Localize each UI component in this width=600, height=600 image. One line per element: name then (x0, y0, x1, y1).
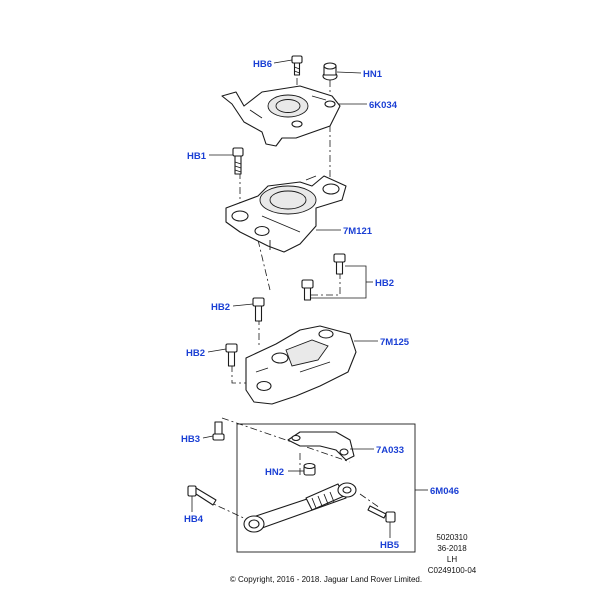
callout-7m121: 7M121 (343, 226, 373, 237)
assembly-frame-6m046 (236, 423, 416, 553)
bolt-hb6 (291, 55, 303, 76)
callout-hb5: HB5 (380, 540, 400, 551)
leader-lines (191, 59, 428, 538)
callout-6m046: 6M046 (430, 486, 459, 497)
callout-hb2-right: HB2 (375, 278, 394, 289)
callout-hb1: HB1 (187, 151, 207, 162)
upper-bracket-6k034 (221, 85, 341, 147)
bolt-hb2-right (333, 253, 346, 275)
info-line-3: LH (447, 555, 457, 564)
callout-hn2: HN2 (265, 467, 284, 478)
info-block: 5020310 36-2018 LH C0249100-04 (428, 533, 477, 575)
bolt-hb2-lower-left (225, 343, 238, 367)
engine-mount-7m121 (225, 175, 347, 253)
bolt-hb5 (367, 505, 396, 523)
callout-hb3: HB3 (181, 434, 200, 445)
info-line-4: C0249100-04 (428, 566, 477, 575)
bracket-7a033 (287, 431, 355, 461)
callout-6k034: 6K034 (369, 100, 398, 111)
callout-hb4: HB4 (184, 514, 204, 525)
bolt-hb3 (212, 421, 225, 441)
torque-rod (243, 482, 357, 533)
callout-7m125: 7M125 (380, 337, 410, 348)
bolt-hb4 (187, 485, 217, 506)
bolt-hb2-mid (301, 279, 314, 301)
callout-hn1: HN1 (363, 69, 383, 80)
bolt-hb1 (232, 147, 244, 175)
info-line-2: 36-2018 (437, 544, 467, 553)
bolt-hb2-upper-left (252, 297, 265, 322)
nut-hn1 (322, 62, 338, 81)
copyright-notice: © Copyright, 2016 - 2018. Jaguar Land Ro… (230, 575, 422, 584)
callout-7a033: 7A033 (376, 445, 404, 456)
callout-hb2-left: HB2 (186, 348, 205, 359)
info-line-1: 5020310 (436, 533, 468, 542)
callout-hb6: HB6 (253, 59, 272, 70)
bracket-7m125 (245, 325, 357, 405)
nut-hn2 (303, 462, 316, 476)
callout-hb2-mid: HB2 (211, 302, 230, 313)
